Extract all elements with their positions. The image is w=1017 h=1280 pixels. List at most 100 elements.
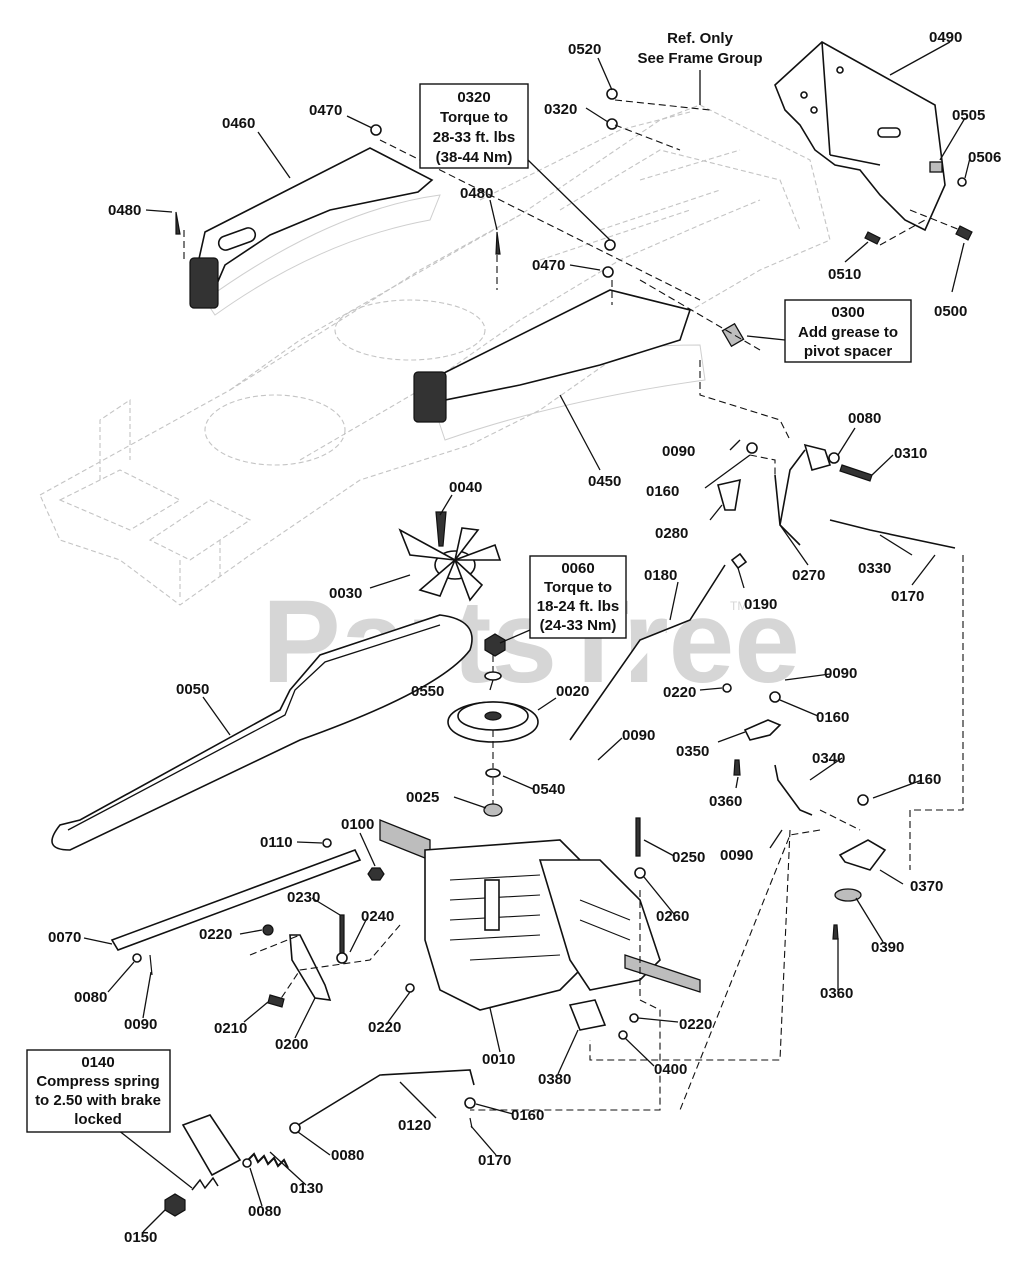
bolt-0310 bbox=[839, 464, 873, 482]
callout: 0170 bbox=[891, 588, 924, 605]
clip-0220 bbox=[722, 683, 732, 693]
callout: 0090 bbox=[720, 847, 753, 864]
rod-0180 bbox=[569, 564, 726, 741]
callout: 0130 bbox=[290, 1180, 323, 1197]
callout: 0250 bbox=[672, 849, 705, 866]
collar-0025 bbox=[483, 803, 503, 817]
svg-text:0300: 0300 bbox=[831, 304, 864, 321]
callout: 0540 bbox=[532, 781, 565, 798]
svg-text:Torque to: Torque to bbox=[544, 579, 612, 596]
fan-0030 bbox=[398, 511, 502, 602]
callout: 0180 bbox=[644, 567, 677, 584]
callout: 0070 bbox=[48, 929, 81, 946]
bolt-0210 bbox=[267, 994, 285, 1008]
callout: 0090 bbox=[824, 665, 857, 682]
callout: 0470 bbox=[532, 257, 565, 274]
callout: 0090 bbox=[622, 727, 655, 744]
screw-0480-center bbox=[495, 231, 501, 255]
washer-0160-d bbox=[464, 1097, 476, 1109]
callout: 0460 bbox=[222, 115, 255, 132]
washer-0160-c bbox=[857, 794, 869, 806]
screw-0360-b bbox=[832, 924, 839, 940]
callout: 0390 bbox=[871, 939, 904, 956]
callout: 0160 bbox=[646, 483, 679, 500]
svg-text:locked: locked bbox=[74, 1111, 122, 1128]
callout: 0520 bbox=[568, 41, 601, 58]
rod-0120 bbox=[289, 1069, 475, 1131]
bracket-0350 bbox=[743, 719, 782, 741]
callout: 0370 bbox=[910, 878, 943, 895]
bolt-0230 bbox=[339, 914, 345, 956]
washer-0520 bbox=[606, 88, 618, 100]
svg-text:Compress spring: Compress spring bbox=[36, 1073, 159, 1090]
callout: 0160 bbox=[908, 771, 941, 788]
callout: 0110 bbox=[260, 834, 293, 851]
callout: 0360 bbox=[820, 985, 853, 1002]
washer-0320 bbox=[606, 118, 618, 130]
bracket-0380 bbox=[568, 999, 607, 1031]
washer-0506 bbox=[957, 177, 967, 187]
washer-0080-a bbox=[828, 452, 840, 464]
pivot-spacer bbox=[721, 322, 745, 348]
callout: 0150 bbox=[124, 1229, 157, 1246]
lever-0270 bbox=[774, 449, 806, 546]
nut-0150 bbox=[164, 1193, 186, 1217]
key-0540 bbox=[485, 768, 501, 778]
svg-text:Add grease to: Add grease to bbox=[798, 324, 898, 341]
callout: 0200 bbox=[275, 1036, 308, 1053]
washer-0390 bbox=[834, 888, 862, 902]
callout: 0500 bbox=[934, 303, 967, 320]
washer-0550 bbox=[484, 671, 502, 681]
rod-0330 bbox=[829, 519, 956, 549]
grip-0280 bbox=[717, 478, 741, 511]
callout: 0120 bbox=[398, 1117, 431, 1134]
callout: 0080 bbox=[848, 410, 881, 427]
bolt-0250 bbox=[635, 817, 641, 857]
svg-text:28-33 ft. lbs: 28-33 ft. lbs bbox=[433, 129, 516, 146]
svg-text:0060: 0060 bbox=[561, 560, 594, 577]
note-box-0320: 0320 Torque to 28-33 ft. lbs (38-44 Nm) bbox=[419, 83, 529, 169]
note-box-0300: 0300 Add grease to pivot spacer bbox=[784, 299, 912, 363]
callout: 0260 bbox=[656, 908, 689, 925]
callout: 0020 bbox=[556, 683, 589, 700]
svg-text:Ref. Only: Ref. Only bbox=[667, 30, 734, 47]
bolt-0500 bbox=[955, 225, 973, 241]
callout: 0480 bbox=[460, 185, 493, 202]
leader-lines bbox=[83, 41, 971, 1233]
callout: 0030 bbox=[329, 585, 362, 602]
callout: 0470 bbox=[309, 102, 342, 119]
bolt-0040 bbox=[435, 511, 447, 547]
callout: 0220 bbox=[679, 1016, 712, 1033]
callout: 0190 bbox=[744, 596, 777, 613]
callout: 0505 bbox=[952, 107, 985, 124]
callout: 0220 bbox=[368, 1019, 401, 1036]
svg-text:(24-33 Nm): (24-33 Nm) bbox=[540, 617, 617, 634]
bumper-left bbox=[189, 257, 219, 309]
frame-ghost bbox=[39, 104, 831, 606]
assembly-lines bbox=[183, 99, 964, 1111]
callout: 0170 bbox=[478, 1152, 511, 1169]
bracket-0200 bbox=[289, 934, 332, 1001]
callout: 0025 bbox=[406, 789, 439, 806]
bracket-0490 bbox=[774, 41, 946, 232]
panel-0450 bbox=[439, 289, 692, 401]
screw-0360-a bbox=[733, 759, 741, 776]
pulley-0020 bbox=[447, 701, 539, 743]
rod-0070 bbox=[110, 849, 362, 951]
callout: 0160 bbox=[511, 1107, 544, 1124]
note-frame-ref: Ref. Only See Frame Group bbox=[637, 30, 762, 67]
callout: 0080 bbox=[74, 989, 107, 1006]
callout: 0280 bbox=[655, 525, 688, 542]
callout: 0350 bbox=[676, 743, 709, 760]
svg-text:18-24 ft. lbs: 18-24 ft. lbs bbox=[537, 598, 620, 615]
callout: 0506 bbox=[968, 149, 1001, 166]
callout: 0010 bbox=[482, 1051, 515, 1068]
note-box-0060: 0060 Torque to 18-24 ft. lbs (24-33 Nm) bbox=[529, 555, 627, 639]
callout: 0550 bbox=[411, 683, 444, 700]
svg-text:(38-44 Nm): (38-44 Nm) bbox=[436, 149, 513, 166]
panel-0460 bbox=[191, 147, 434, 302]
callout: 0040 bbox=[449, 479, 482, 496]
washer-0160-a bbox=[746, 442, 758, 454]
callout: 0080 bbox=[331, 1147, 364, 1164]
